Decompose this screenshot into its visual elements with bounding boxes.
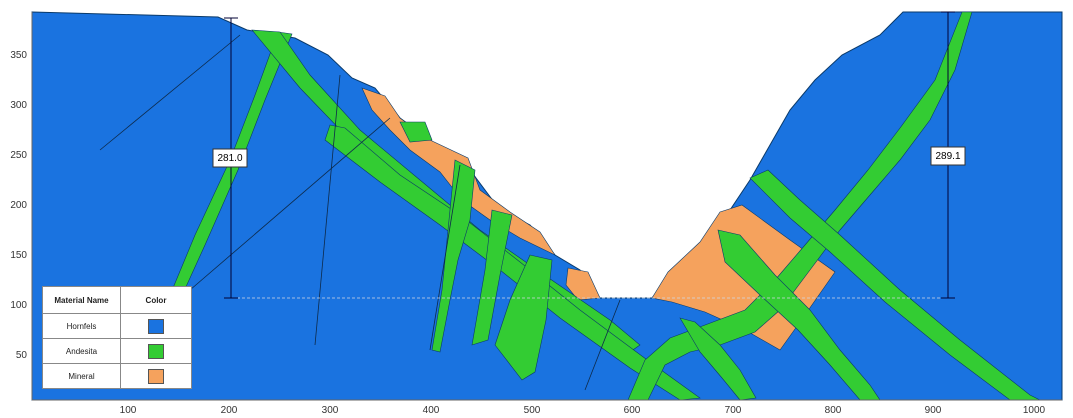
mineral-zone-small (565, 267, 601, 301)
y-tick-label: 50 (16, 350, 28, 361)
fault-lines (99, 34, 621, 391)
y-tick-label: 100 (10, 300, 27, 311)
x-tick-label: 300 (322, 405, 339, 416)
material-legend: Material Name Color Hornfels Andesita Mi… (42, 286, 192, 389)
x-tick-label: 100 (120, 405, 137, 416)
andesita-dike-right-band-1 (749, 169, 1041, 401)
x-tick-label: 900 (925, 405, 942, 416)
color-swatch (148, 343, 164, 359)
dimension-right-label: 289.1 (935, 151, 960, 162)
color-swatch (148, 318, 164, 334)
x-axis-ticks: 100 200 300 400 500 600 700 800 900 1000 (120, 405, 1046, 416)
legend-row-name: Hornfels (42, 313, 121, 339)
legend-row-color (120, 313, 192, 339)
legend-row-name: Mineral (42, 363, 121, 389)
andesita-dike-right-main (627, 11, 973, 401)
legend-row-name: Andesita (42, 338, 121, 364)
legend-row-color (120, 363, 192, 389)
y-axis-ticks: 50 100 150 200 250 300 350 (10, 50, 27, 361)
legend-header-row: Material Name Color (42, 286, 192, 314)
andesita-dike-band-2 (324, 124, 701, 401)
andesita-block-3 (494, 254, 553, 381)
y-tick-label: 350 (10, 50, 27, 61)
y-tick-label: 200 (10, 200, 27, 211)
dimension-right-label-box (930, 146, 966, 166)
x-tick-label: 200 (221, 405, 238, 416)
x-tick-label: 400 (423, 405, 440, 416)
legend-row-hornfels: Hornfels (42, 313, 192, 339)
andesita-block-1 (431, 159, 476, 353)
legend-row-andesita: Andesita (42, 338, 192, 364)
dimension-left-label-box (212, 148, 248, 168)
x-tick-label: 1000 (1023, 405, 1046, 416)
y-tick-label: 150 (10, 250, 27, 261)
x-tick-label: 600 (624, 405, 641, 416)
andesita-dike-right-band-3 (679, 317, 757, 401)
x-tick-label: 500 (524, 405, 541, 416)
legend-header-name: Material Name (42, 286, 121, 314)
legend-row-color (120, 338, 192, 364)
y-tick-label: 300 (10, 100, 27, 111)
andesita-block-2 (471, 209, 513, 346)
x-tick-label: 800 (825, 405, 842, 416)
legend-row-mineral: Mineral (42, 363, 192, 389)
color-swatch (148, 368, 164, 384)
andesita-block-4 (399, 121, 433, 143)
dimension-left-label: 281.0 (217, 153, 242, 164)
legend-header-color: Color (120, 286, 192, 314)
y-tick-label: 250 (10, 150, 27, 161)
x-tick-label: 700 (725, 405, 742, 416)
